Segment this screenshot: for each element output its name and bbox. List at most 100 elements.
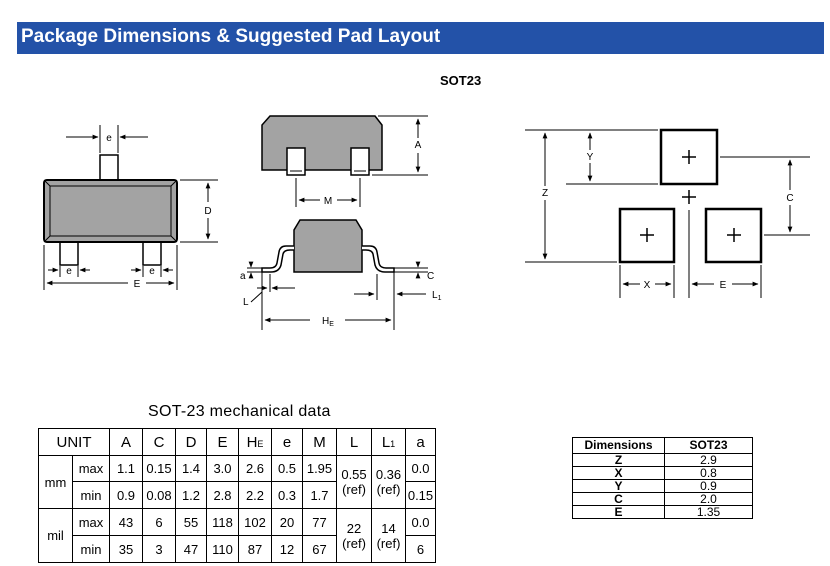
table-row: min 0.9 0.08 1.2 2.8 2.2 0.3 1.7 0.15 xyxy=(39,481,436,509)
cell: 87 xyxy=(238,535,272,563)
dim-label-e-top: e xyxy=(106,133,112,144)
cell: 1.1 xyxy=(109,455,143,482)
cell: 6 xyxy=(405,535,436,563)
cell: 2.6 xyxy=(238,455,272,482)
pad-label-C: C xyxy=(786,193,793,204)
pad-dimensions-table: Dimensions SOT23 Z 2.9 X 0.8 Y 0.9 C 2.0… xyxy=(572,437,753,519)
dim-key: E xyxy=(572,505,665,519)
section-title: Package Dimensions & Suggested Pad Layou… xyxy=(21,26,441,47)
table-row: min 35 3 47 110 87 12 67 6 xyxy=(39,535,436,563)
cell: 3 xyxy=(142,535,176,563)
row-label-max: max xyxy=(72,508,110,536)
dim-label-L1: L1 xyxy=(432,290,442,302)
col-header-C: C xyxy=(142,428,176,456)
pad-label-E: E xyxy=(720,280,727,291)
cell: 2.8 xyxy=(206,481,239,509)
dim-value: 0.8 xyxy=(664,466,753,480)
dim-value: 0.9 xyxy=(664,479,753,493)
cell: 0.0 xyxy=(405,455,436,482)
dim-label-A: A xyxy=(415,140,422,151)
cell: 0.15 xyxy=(142,455,176,482)
cell: 6 xyxy=(142,508,176,536)
cell: 77 xyxy=(302,508,337,536)
unit-mil: mil xyxy=(38,508,73,563)
row-label-min: min xyxy=(72,481,110,509)
dim-key: C xyxy=(572,492,665,506)
top-view-drawing xyxy=(43,125,218,290)
cell: 1.7 xyxy=(302,481,337,509)
row-label-min: min xyxy=(72,535,110,563)
cell: 0.9 xyxy=(109,481,143,509)
dim-label-e-right: e xyxy=(149,266,155,277)
col-header-a: a xyxy=(405,428,436,456)
cell: 102 xyxy=(238,508,272,536)
dim-value: 2.9 xyxy=(664,453,753,467)
pad-label-X: X xyxy=(644,280,651,291)
cell: 35 xyxy=(109,535,143,563)
cell: 55 xyxy=(175,508,207,536)
section-header: Package Dimensions & Suggested Pad Layou… xyxy=(17,22,824,54)
cell: 1.95 xyxy=(302,455,337,482)
pad-layout-drawing xyxy=(525,128,810,298)
dims-header-row: Dimensions SOT23 xyxy=(572,437,753,454)
table-row: Y 0.9 xyxy=(572,479,753,493)
col-header-L1: L1 xyxy=(371,428,406,456)
col-header-A: A xyxy=(109,428,143,456)
dim-label-M: M xyxy=(324,196,332,207)
package-label: SOT23 xyxy=(440,73,482,88)
cell: 110 xyxy=(206,535,239,563)
dim-label-D: D xyxy=(204,206,211,217)
dim-value: 2.0 xyxy=(664,492,753,506)
cell: 0.3 xyxy=(271,481,303,509)
table-row: Z 2.9 xyxy=(572,453,753,467)
dim-value: 1.35 xyxy=(664,505,753,519)
mechanical-data-table: UNIT A C D E HE e M L L1 a mm max 1.1 0.… xyxy=(38,428,436,563)
dims-header-sot23: SOT23 xyxy=(664,437,753,454)
col-header-e: e xyxy=(271,428,303,456)
cell: 43 xyxy=(109,508,143,536)
col-header-E: E xyxy=(206,428,239,456)
table-row: X 0.8 xyxy=(572,466,753,480)
cell: 20 xyxy=(271,508,303,536)
unit-mm: mm xyxy=(38,455,73,509)
row-label-max: max xyxy=(72,455,110,482)
mech-header-row: UNIT A C D E HE e M L L1 a xyxy=(38,428,436,456)
cell: 0.5 xyxy=(271,455,303,482)
dim-label-C-side: C xyxy=(427,271,434,282)
dim-key: Z xyxy=(572,453,665,467)
cell-L1-mm: 0.36(ref) xyxy=(371,455,406,509)
dim-label-e-left: e xyxy=(66,266,72,277)
dim-label-L: L xyxy=(243,297,249,308)
table-row: C 2.0 xyxy=(572,492,753,506)
package-drawings: e D E e e A M xyxy=(43,115,810,330)
cell: 0.08 xyxy=(142,481,176,509)
cell-L-mm: 0.55(ref) xyxy=(336,455,372,509)
mech-table-title: SOT-23 mechanical data xyxy=(148,403,331,420)
col-header-D: D xyxy=(175,428,207,456)
col-header-M: M xyxy=(302,428,337,456)
dim-key: Y xyxy=(572,479,665,493)
dim-key: X xyxy=(572,466,665,480)
end-view-drawing xyxy=(261,115,428,207)
pad-label-Y: Y xyxy=(587,152,594,163)
cell: 12 xyxy=(271,535,303,563)
side-view-drawing xyxy=(247,219,428,330)
table-row: mm max 1.1 0.15 1.4 3.0 2.6 0.5 1.95 0.5… xyxy=(38,455,436,509)
cell: 1.2 xyxy=(175,481,207,509)
dim-label-a: a xyxy=(240,271,246,282)
dim-label-HE: HE xyxy=(322,316,334,328)
table-row: mil max 43 6 55 118 102 20 77 22(ref) 14… xyxy=(38,508,436,563)
dim-label-E: E xyxy=(134,279,141,290)
col-header-unit: UNIT xyxy=(38,428,110,456)
table-row: E 1.35 xyxy=(572,505,753,519)
cell: 3.0 xyxy=(206,455,239,482)
cell: 67 xyxy=(302,535,337,563)
col-header-L: L xyxy=(336,428,372,456)
cell: 118 xyxy=(206,508,239,536)
cell: 1.4 xyxy=(175,455,207,482)
cell: 0.0 xyxy=(405,508,436,536)
cell: 0.15 xyxy=(405,481,436,509)
cell-L1-mil: 14(ref) xyxy=(371,508,406,563)
dims-header-dimensions: Dimensions xyxy=(572,437,665,454)
cell: 2.2 xyxy=(238,481,272,509)
